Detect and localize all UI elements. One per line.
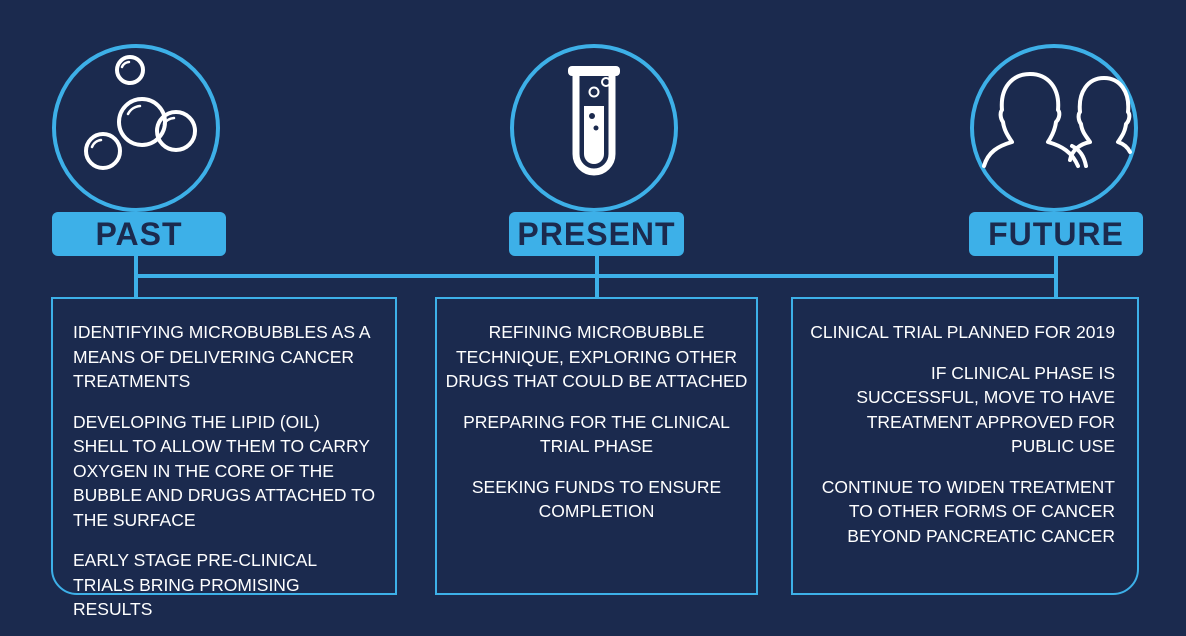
future-item: IF CLINICAL PHASE IS SUCCESSFUL, MOVE TO…: [856, 362, 1115, 457]
past-item: IDENTIFYING MICROBUBBLES AS A MEANS OF D…: [73, 322, 370, 391]
stage-box-present: REFINING MICROBUBBLE TECHNIQUE, EXPLORIN…: [435, 297, 758, 595]
stage-label-future: FUTURE: [969, 212, 1143, 256]
past-icon-circle: [52, 44, 220, 212]
future-item: CONTINUE TO WIDEN TREATMENT TO OTHER FOR…: [821, 476, 1115, 546]
stage-label-present: PRESENT: [509, 212, 684, 256]
stage-label-past: PAST: [52, 212, 226, 256]
test-tube-icon: [568, 66, 620, 176]
connector-past: [134, 256, 138, 298]
connector-present: [595, 256, 599, 298]
stage-box-future: CLINICAL TRIAL PLANNED FOR 2019 IF CLINI…: [791, 297, 1139, 595]
people-icon: [982, 72, 1132, 168]
present-item: PREPARING FOR THE CLINICAL TRIAL PHASE: [463, 411, 730, 457]
future-icon-circle: [970, 44, 1138, 212]
connector-future: [1054, 256, 1058, 298]
past-item: EARLY STAGE PRE-CLINICAL TRIALS BRING PR…: [73, 550, 317, 619]
present-icon-circle: [510, 44, 678, 212]
present-item: SEEKING FUNDS TO ENSURE COMPLETION: [471, 476, 722, 522]
bubbles-icon: [84, 55, 197, 170]
stage-box-past: IDENTIFYING MICROBUBBLES AS A MEANS OF D…: [51, 297, 397, 619]
past-item: DEVELOPING THE LIPID (OIL) SHELL TO ALLO…: [73, 411, 376, 530]
future-item: CLINICAL TRIAL PLANNED FOR 2019: [810, 322, 1115, 342]
present-item: REFINING MICROBUBBLE TECHNIQUE, EXPLORIN…: [445, 322, 748, 391]
